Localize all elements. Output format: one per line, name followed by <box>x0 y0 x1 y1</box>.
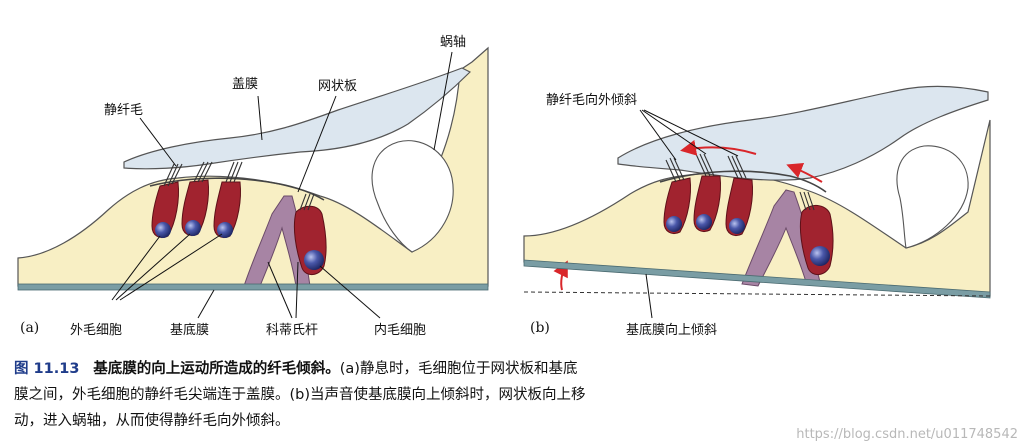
tectorial-membrane-label: 盖膜 <box>232 77 258 92</box>
watermark: https://blog.csdn.net/u011748542 <box>796 427 1018 442</box>
tilt-arrow-left <box>680 139 757 156</box>
panel-a-sublabel: (a) <box>20 320 39 336</box>
spiral-limbus-b <box>896 145 969 249</box>
panel-a: 蜗轴 盖膜 网状板 静纤毛 外毛细胞 基底膜 科蒂氏杆 内毛细胞 (a) <box>17 34 489 338</box>
spiral-limbus-a <box>371 140 454 253</box>
figure-number: 图 11.13 <box>14 361 80 377</box>
panel-b: 静纤毛向外倾斜 基底膜向上倾斜 (b) <box>523 85 991 338</box>
caption-line-1: 图 11.13 基底膜的向上运动所造成的纤毛倾斜。(a)静息时，毛细胞位于网状板… <box>14 356 774 382</box>
caption-text-1: (a)静息时，毛细胞位于网状板和基底 <box>339 361 578 377</box>
stereocilia-a <box>163 161 315 211</box>
basilar-membrane-tilt-label: 基底膜向上倾斜 <box>626 322 717 338</box>
basilar-membrane-label: 基底膜 <box>170 322 209 338</box>
reticular-lamina-a <box>149 177 325 201</box>
outer-hair-cells-b <box>663 175 753 237</box>
organ-of-corti-tissue-a <box>17 46 489 287</box>
tilt-arrow-right <box>786 163 823 183</box>
panel-b-sublabel: (b) <box>530 320 550 336</box>
tectorial-membrane-a <box>123 67 472 170</box>
basilar-membrane-b <box>523 259 991 299</box>
stereocilia-b <box>665 153 815 211</box>
reticular-lamina-b <box>659 170 827 193</box>
pillar-cells-b <box>741 189 821 287</box>
basilar-membrane-a <box>17 283 489 291</box>
inner-hair-cell-label: 内毛细胞 <box>374 322 426 338</box>
caption-line-3: 动，进入蜗轴，从而使得静纤毛向外倾斜。 <box>14 413 290 429</box>
outer-hair-cells-a <box>151 179 241 239</box>
stereocilia-label: 静纤毛 <box>104 103 143 118</box>
resting-baseline <box>523 291 991 297</box>
modiolus-label: 蜗轴 <box>440 34 466 50</box>
figure-caption: 图 11.13 基底膜的向上运动所造成的纤毛倾斜。(a)静息时，毛细胞位于网状板… <box>14 356 774 434</box>
caption-line-2: 膜之间，外毛细胞的静纤毛尖端连于盖膜。(b)当声音使基底膜向上倾斜时，网状板向上… <box>14 387 586 403</box>
figure-title: 基底膜的向上运动所造成的纤毛倾斜。 <box>93 361 340 377</box>
reticular-lamina-label: 网状板 <box>318 79 357 94</box>
inner-hair-cell-b <box>799 205 834 275</box>
inner-hair-cell-a <box>293 205 327 275</box>
outer-hair-cells-label: 外毛细胞 <box>70 323 122 338</box>
pillar-cells-a <box>243 195 311 287</box>
leader-lines-b <box>639 109 739 319</box>
leader-lines-a <box>111 51 453 319</box>
stereocilia-tilt-label: 静纤毛向外倾斜 <box>546 92 637 108</box>
organ-of-corti-tissue-b <box>523 119 991 297</box>
rods-of-corti-label: 科蒂氏杆 <box>266 323 318 338</box>
